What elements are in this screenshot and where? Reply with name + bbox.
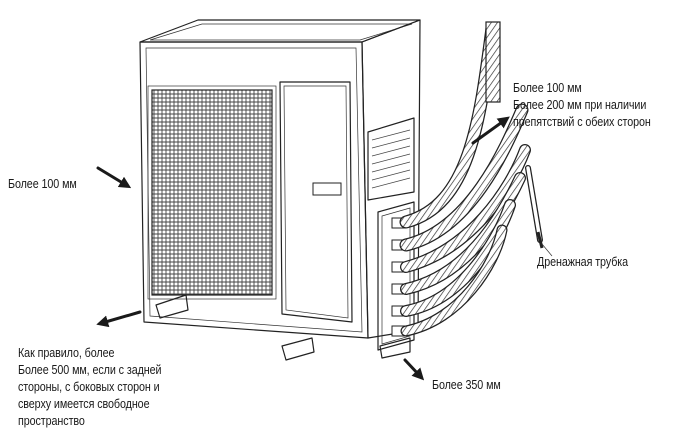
label-line: пространство [18,414,85,428]
label-line: Дренажная трубка [537,255,629,269]
clearance-arrow-bottom-left [96,310,142,328]
drain-pipe [525,165,553,257]
label-line: Более 350 мм [432,378,501,392]
valve-panel [377,201,415,351]
unit-foot [379,337,411,359]
clearance-arrow-bottom-right [403,358,425,381]
label-bottom-right-clearance: Более 350 мм [432,377,501,394]
refrigerant-pipes [399,21,531,337]
label-line: препятствий с обеих сторон [513,115,651,129]
clearance-arrow-left [96,166,132,189]
label-top-right-clearance: Более 100 мм Более 200 мм при наличии пр… [513,80,651,131]
label-left-clearance: Более 100 мм [8,176,77,193]
label-line: Более 500 мм, если с задней [18,363,162,377]
label-line: сверху имеется свободное [18,397,150,411]
label-line: Как правило, более [18,346,115,360]
clearance-arrow-top-right [471,116,510,145]
pipe-fittings [391,217,407,337]
label-drain-pipe: Дренажная трубка [537,254,628,271]
unit-top-face [139,19,421,43]
front-panel [279,81,353,323]
unit-foot [281,337,315,361]
label-line: Более 200 мм при наличии [513,98,647,112]
unit-foot [155,294,189,319]
outdoor-unit [139,19,421,361]
label-line: стороны, с боковых сторон и [18,380,160,394]
label-line: Более 100 мм [513,81,582,95]
control-panel [367,117,415,201]
label-line: Более 100 мм [8,177,77,191]
label-bottom-left-clearance: Как правило, более Более 500 мм, если с … [18,345,162,430]
fan-grille [151,89,273,296]
rating-plate [312,182,342,196]
